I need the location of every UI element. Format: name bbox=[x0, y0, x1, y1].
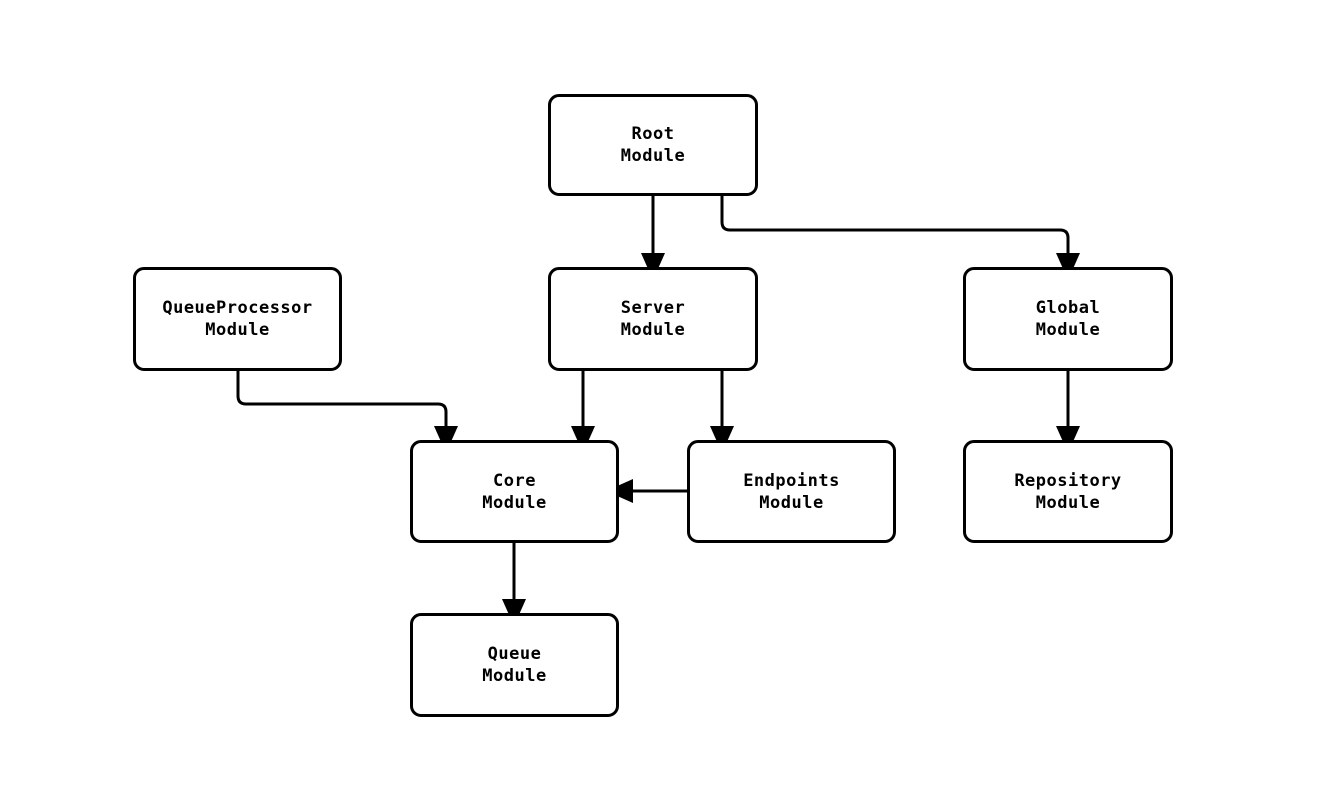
node-repository-line2: Module bbox=[1035, 492, 1101, 513]
node-queueprocessor[interactable]: QueueProcessor Module bbox=[133, 267, 342, 371]
node-server[interactable]: Server Module bbox=[548, 267, 758, 371]
node-endpoints-line2: Module bbox=[759, 492, 824, 513]
node-server-line1: Server bbox=[620, 298, 686, 318]
node-global[interactable]: Global Module bbox=[963, 267, 1173, 371]
node-queueprocessor-line2: Module bbox=[205, 320, 270, 340]
node-repository[interactable]: Repository Module bbox=[963, 440, 1173, 543]
node-root[interactable]: Root Module bbox=[548, 94, 758, 196]
edge-queueprocessor-core bbox=[236, 371, 458, 453]
node-endpoints-line1: Endpoints bbox=[743, 470, 840, 491]
node-queueprocessor-line1: QueueProcessor bbox=[162, 298, 313, 318]
node-queue[interactable]: Queue Module bbox=[410, 613, 619, 717]
node-root-line2: Module bbox=[620, 146, 686, 166]
node-global-line1: Global bbox=[1035, 298, 1101, 318]
node-core-line1: Core bbox=[493, 470, 536, 491]
node-core[interactable]: Core Module bbox=[410, 440, 619, 543]
node-server-line2: Module bbox=[620, 320, 686, 340]
node-queue-line1: Queue bbox=[487, 644, 542, 664]
edge-root-global bbox=[720, 196, 1080, 280]
node-global-line2: Module bbox=[1035, 320, 1101, 340]
node-root-line1: Root bbox=[631, 124, 675, 144]
node-queue-line2: Module bbox=[482, 666, 547, 686]
node-endpoints[interactable]: Endpoints Module bbox=[687, 440, 896, 543]
node-repository-line1: Repository bbox=[1014, 470, 1122, 491]
node-core-line2: Module bbox=[482, 492, 547, 513]
